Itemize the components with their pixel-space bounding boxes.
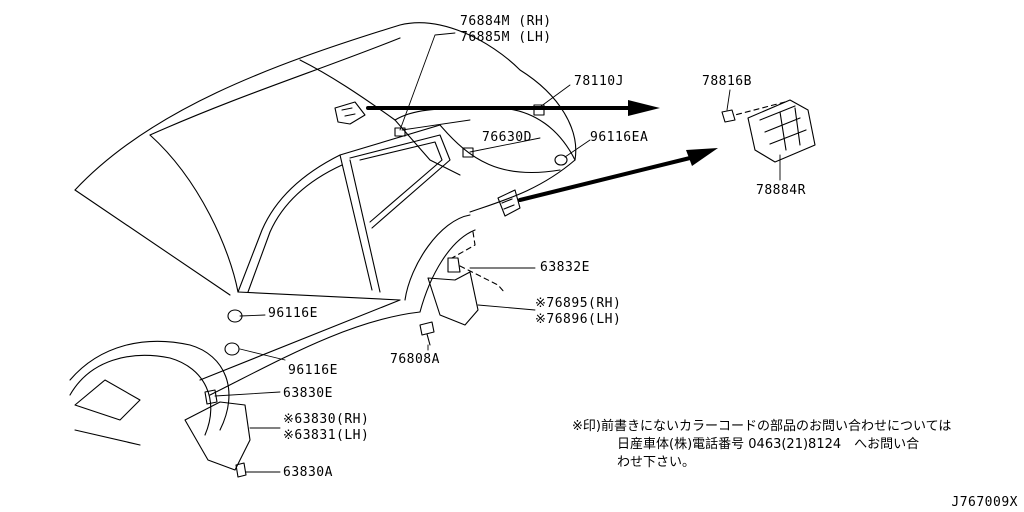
part-78884r-bracket-on-car [497, 189, 521, 217]
part-63832e-clip [447, 257, 461, 273]
label-78816b: 78816B [702, 74, 752, 89]
part-76630d-clip-2 [462, 147, 474, 158]
label-96116ea: 96116EA [590, 130, 649, 145]
label-96116e-1: 96116E [268, 306, 318, 321]
part-76808a-screw [419, 321, 435, 346]
part-76895-mudguard [427, 271, 479, 326]
label-76884m: 76884M (RH) [460, 14, 552, 29]
leader-lines [214, 32, 781, 473]
label-76808a: 76808A [390, 352, 440, 367]
note-line-1: ※印)前書きにないカラーコードの部品のお問い合わせについては [572, 419, 952, 434]
label-78110j: 78110J [574, 74, 624, 89]
label-96116e-2: 96116E [288, 363, 338, 378]
label-63831: ※63831(LH) [283, 428, 370, 443]
note-line-3: わせ下さい。 [617, 455, 696, 470]
diagram-code: J767009X [951, 495, 1018, 510]
label-76895: ※76895(RH) [535, 296, 622, 311]
part-63830a-screw [235, 462, 247, 478]
assembly-dashed-outlines [451, 101, 786, 294]
label-78884r: 78884R [756, 183, 806, 198]
note-line-2: 日産車体(株)電話番号 0463(21)8124 へお問い合 [617, 437, 920, 452]
part-63830e-clip [204, 389, 218, 405]
part-76884m-clip [334, 101, 366, 125]
part-96116ea-plug [554, 154, 568, 166]
label-63830e: 63830E [283, 386, 333, 401]
label-63832e: 63832E [540, 260, 590, 275]
label-76885m: 76885M (LH) [460, 30, 552, 45]
label-76630d: 76630D [482, 130, 532, 145]
indicator-arrows [366, 106, 692, 202]
car-body-outline [69, 22, 577, 446]
label-63830: ※63830(RH) [283, 412, 370, 427]
arrowheads [628, 100, 718, 166]
part-78816b-nut [721, 109, 736, 123]
part-78884r-bracket [747, 99, 816, 163]
part-96116e-plug-2 [224, 342, 240, 356]
part-63830-mudguard [184, 401, 251, 471]
label-76896: ※76896(LH) [535, 312, 622, 327]
label-63830a: 63830A [283, 465, 333, 480]
part-76630d-clip [394, 127, 406, 137]
